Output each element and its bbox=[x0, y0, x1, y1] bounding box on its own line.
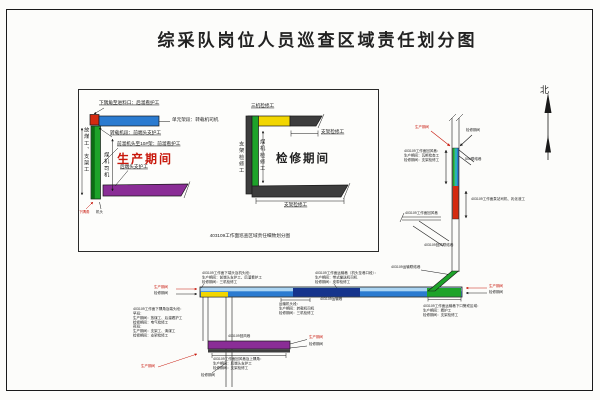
support-left-label: 支架检修工 bbox=[238, 141, 245, 174]
note-line: 403109工作面运输巷（机头至巷口段）： bbox=[315, 271, 378, 275]
lower-bottom-maint: 检修期间 bbox=[201, 373, 216, 377]
shearer-driver-label: 煤机司机 bbox=[103, 152, 110, 179]
note-line: 生产期间：带式输送机司机 bbox=[315, 275, 358, 280]
note-line: 检修期间：三机检修工 bbox=[202, 279, 238, 284]
cut-link-label: 403109运输联络巷 bbox=[391, 265, 421, 269]
note-line: 403109工作面回风巷及上隅角： bbox=[213, 357, 264, 361]
lower-right-prod: 生产期间 bbox=[309, 335, 324, 339]
overhaul-period-label: 检修期间 bbox=[276, 153, 330, 165]
note-line: 生产期间：转载机司机 bbox=[279, 306, 315, 311]
note-line: 生产期间：放煤工、后溜看护工 bbox=[133, 315, 183, 320]
note-line: 检修期间：支架检修工 bbox=[423, 312, 459, 317]
note-line: 运输机头段： bbox=[279, 302, 301, 306]
pump-note: 403109工作面泵站司机、乳化液工 bbox=[471, 197, 525, 201]
front-note: 前溜机头至10#架：前溜看护工 bbox=[117, 141, 181, 147]
note-line: 夜班： bbox=[133, 324, 144, 329]
note-line: 生产期间：前端头支护工、后溜看护工 bbox=[202, 275, 262, 280]
support-right-label: 支架检修工 bbox=[321, 129, 345, 135]
lower-left-note: 403109工作面下隅角及端头段： 早班： 生产期间：放煤工、后溜看护工 检修期… bbox=[133, 307, 183, 338]
rear-note: 后端头支护工 bbox=[120, 164, 148, 170]
note-line: 生产期间：看护工 bbox=[423, 308, 452, 313]
note-line: 生产期间：后端头支护工 bbox=[213, 361, 252, 366]
north-label: 北 bbox=[540, 85, 550, 95]
main-right-prod: 生产期间 bbox=[489, 284, 504, 288]
note-line: 403109工作面下端头及机头段： bbox=[202, 271, 253, 275]
note-line: 403109工作面运输巷下口警戒区域： bbox=[423, 304, 481, 308]
note-line: 生产期间：支架工、清煤工 bbox=[133, 329, 176, 333]
transfer-note: 转载机段：前端头支护工 bbox=[110, 130, 162, 136]
mid-note: 运输机头段： 生产期间：转载机司机 检修期间：三机检修工 bbox=[279, 302, 314, 315]
three-machine-label: 三机检修工 bbox=[251, 103, 275, 109]
branch-label: 50#联络巷 bbox=[465, 157, 482, 161]
note-line: 检修期间：支架检修工 bbox=[404, 157, 440, 162]
corner-tick-black: 机头 bbox=[96, 210, 104, 214]
corner-note: 下隅角至进料口：后溜看护工 bbox=[99, 100, 160, 106]
corner-note-block: 403109工作面回风巷及上隅角： 生产期间：后端头支护工 检修期间：支架检修工 bbox=[213, 357, 263, 370]
link-label: 403109回风联络巷 bbox=[424, 243, 454, 247]
unit-note: 单元架段：转载机司机 bbox=[172, 117, 219, 123]
inset-caption: 403109工作面巡查区域责任细致划分图 bbox=[209, 233, 291, 239]
note-line: 检修期间：支架检修工 bbox=[213, 365, 249, 370]
note-line: 检修期间：支架检修工 bbox=[133, 333, 169, 338]
lower-airway-label: 403109回风巷 bbox=[228, 334, 251, 338]
note-line: 403109工作面下隅角及端头段： bbox=[133, 307, 184, 311]
inset-box bbox=[78, 89, 379, 252]
shearer-overhaul-label: 煤机检修工 bbox=[259, 139, 266, 172]
shaft-left-note: 403109工作面回风巷： 生产期间：瓦斯检查工 检修期间：支架检修工 bbox=[404, 149, 440, 162]
shaft-prod-label: 生产期间 bbox=[415, 125, 430, 129]
main-right-maint: 检修期间 bbox=[489, 290, 504, 294]
note-line: 检修期间：电气检修工 bbox=[133, 320, 169, 325]
main-left-maint: 检修期间 bbox=[154, 291, 169, 295]
lower-bottom-prod: 生产期间 bbox=[141, 364, 156, 368]
airway-label: 403109工作面回风巷 bbox=[405, 211, 438, 215]
lower-right-maint: 检修期间 bbox=[309, 342, 324, 346]
note-line: 检修期间：三机检修工 bbox=[279, 310, 315, 315]
main-roadway-label: 403109运输巷 bbox=[320, 297, 343, 301]
support-bottom-label: 支架检修工 bbox=[284, 202, 308, 208]
note-line: 生产期间：瓦斯检查工 bbox=[404, 153, 440, 158]
production-period-label: 生产期间 bbox=[117, 152, 174, 166]
page-title: 综采队岗位人员巡查区域责任划分图 bbox=[157, 31, 478, 50]
note-line: 早班： bbox=[133, 311, 144, 316]
note-line: 检修期间：皮带检修工 bbox=[315, 279, 351, 284]
belt-note: 403109工作面运输巷（机头至巷口段）： 生产期间：带式输送机司机 检修期间：… bbox=[315, 271, 378, 284]
shaft-maint-label: 检修期间 bbox=[466, 128, 481, 132]
border-frame bbox=[6, 9, 593, 391]
note-line: 403109工作面回风巷： bbox=[404, 149, 441, 153]
main-left-prod: 生产期间 bbox=[154, 285, 169, 289]
head-note: 403109工作面下端头及机头段： 生产期间：前端头支护工、后溜看护工 检修期间… bbox=[202, 271, 262, 284]
corner-tick-red: 下隅角 bbox=[79, 210, 90, 214]
mouth-note: 403109工作面运输巷下口警戒区域： 生产期间：看护工 检修期间：支架检修工 bbox=[423, 304, 481, 317]
support-workers-label: 放煤工、支架工 bbox=[83, 127, 90, 174]
